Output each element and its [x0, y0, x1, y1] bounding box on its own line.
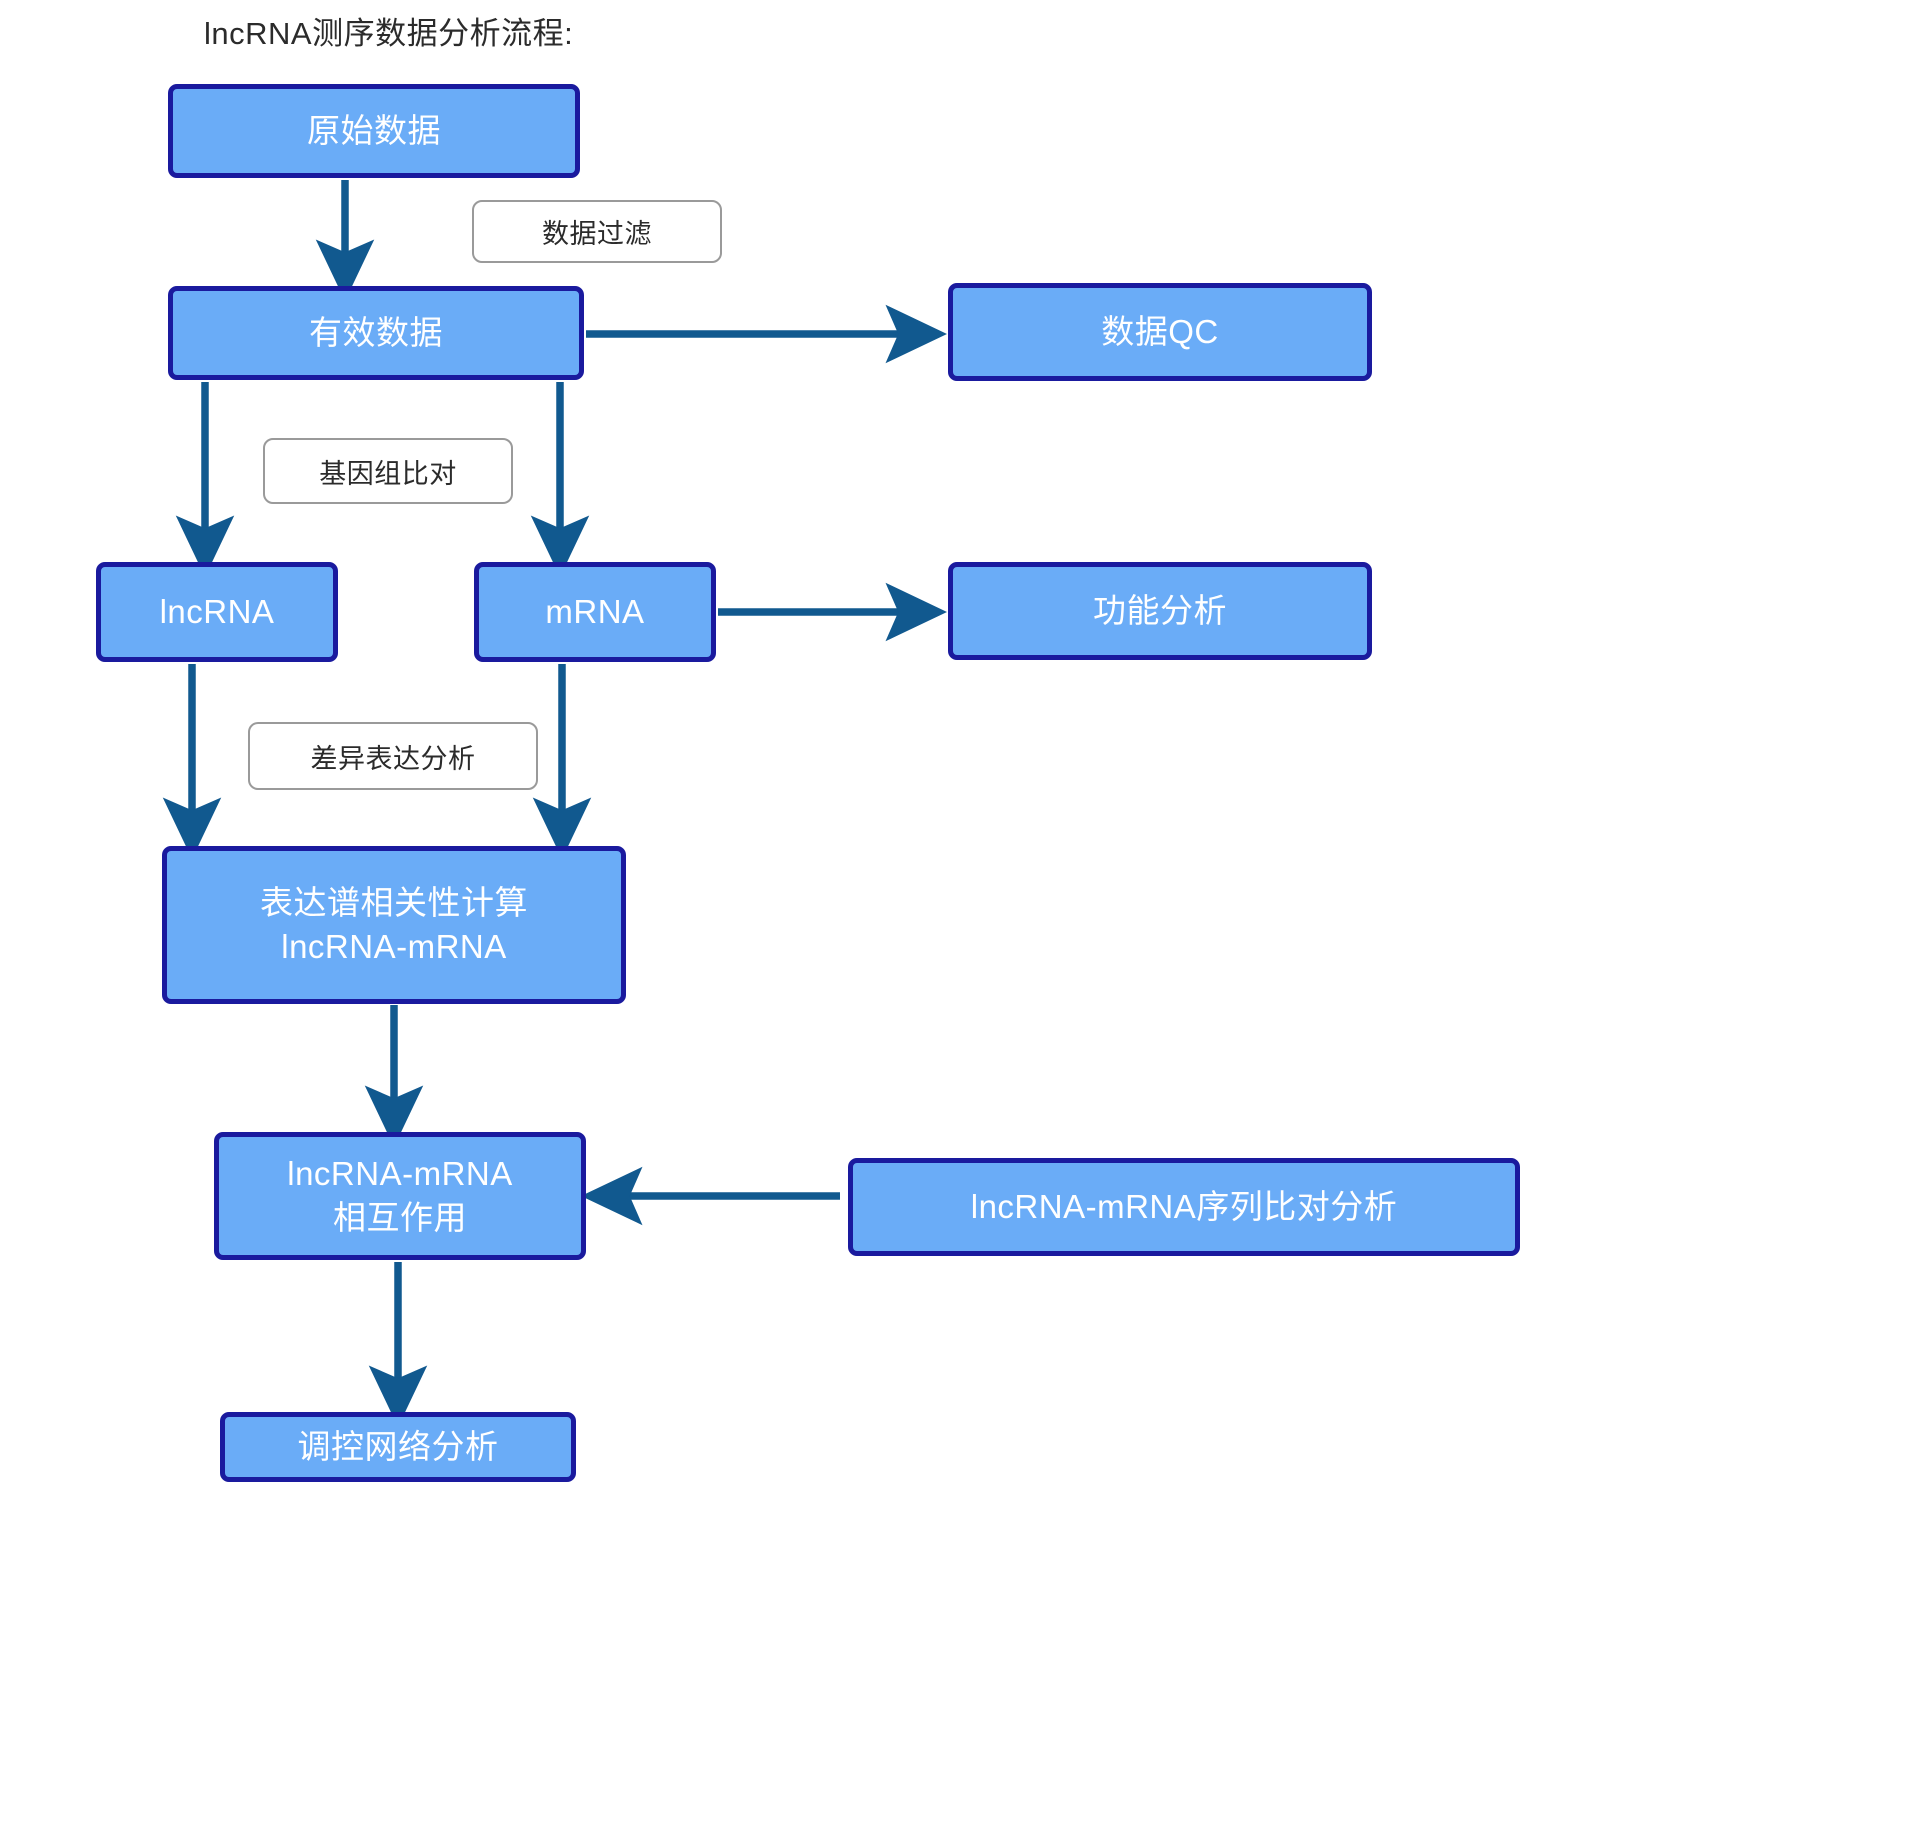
node-correlation-label: 表达谱相关性计算 lncRNA-mRNA	[260, 884, 528, 965]
edge-label-data-filter-text: 数据过滤	[542, 219, 652, 249]
edge-label-genome-alignment-text: 基因组比对	[319, 458, 457, 489]
node-data-qc-label: 数据QC	[1101, 313, 1219, 351]
node-interaction-label: lncRNA-mRNA 相互作用	[287, 1155, 513, 1236]
node-valid-data-label: 有效数据	[309, 314, 443, 352]
node-lncrna[interactable]: lncRNA	[96, 562, 338, 662]
edge-label-data-filter: 数据过滤	[472, 200, 722, 263]
node-mrna-label: mRNA	[545, 593, 645, 631]
node-interaction[interactable]: lncRNA-mRNA 相互作用	[214, 1132, 586, 1260]
node-function-analysis[interactable]: 功能分析	[948, 562, 1372, 660]
page-title: lncRNA测序数据分析流程:	[204, 16, 574, 51]
node-mrna[interactable]: mRNA	[474, 562, 716, 662]
node-network-analysis-label: 调控网络分析	[297, 1428, 499, 1466]
node-data-qc[interactable]: 数据QC	[948, 283, 1372, 381]
node-raw-data-label: 原始数据	[307, 112, 441, 150]
node-lncrna-label: lncRNA	[159, 593, 275, 631]
edge-label-genome-alignment: 基因组比对	[263, 438, 513, 504]
node-network-analysis[interactable]: 调控网络分析	[220, 1412, 576, 1482]
edge-label-differential-expression-text: 差异表达分析	[310, 743, 476, 774]
node-raw-data[interactable]: 原始数据	[168, 84, 580, 178]
node-valid-data[interactable]: 有效数据	[168, 286, 584, 380]
edge-label-differential-expression: 差异表达分析	[248, 722, 538, 790]
node-correlation[interactable]: 表达谱相关性计算 lncRNA-mRNA	[162, 846, 626, 1004]
node-seq-alignment[interactable]: lncRNA-mRNA序列比对分析	[848, 1158, 1520, 1256]
node-seq-alignment-label: lncRNA-mRNA序列比对分析	[970, 1188, 1398, 1226]
node-function-analysis-label: 功能分析	[1093, 592, 1227, 630]
